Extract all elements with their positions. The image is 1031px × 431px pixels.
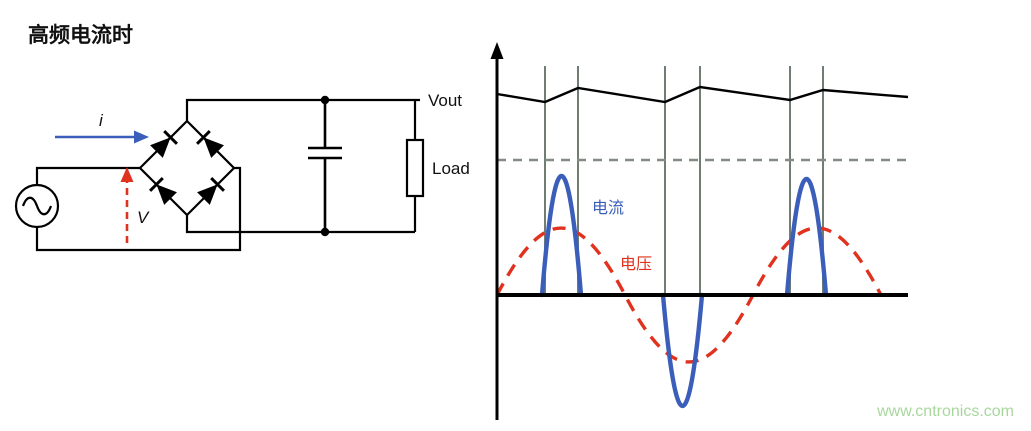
bridge-rectifier — [138, 119, 236, 217]
watermark: www.cntronics.com — [876, 403, 1014, 420]
voltage-series-label: 电压 — [620, 255, 652, 273]
junction-dot — [320, 95, 330, 105]
capacitor — [308, 100, 342, 232]
arrow-up-icon — [120, 167, 134, 182]
wire-ac-top — [35, 166, 140, 185]
vout-label: Vout — [428, 91, 462, 110]
y-axis-arrow-icon — [490, 42, 504, 59]
load-resistor — [405, 100, 425, 232]
current-arrow — [55, 130, 149, 144]
junction-dot — [320, 227, 330, 237]
voltage-arrow — [120, 167, 134, 243]
wire-dc-bottom — [185, 215, 415, 234]
waveform-plot: 电流 电压 — [490, 42, 909, 420]
output-voltage-ripple-waveform — [496, 85, 909, 104]
wire-ac-bottom — [35, 166, 242, 252]
arrow-right-icon — [134, 130, 149, 144]
voltage-arrow-label: V — [137, 208, 150, 227]
wire-dc-top — [185, 98, 420, 121]
conduction-guide-lines — [544, 66, 824, 295]
current-series-label: 电流 — [592, 199, 624, 217]
diode-icon — [196, 130, 224, 158]
current-arrow-label: i — [99, 111, 104, 130]
page-title: 高频电流时 — [28, 23, 133, 47]
diode-icon — [149, 177, 177, 205]
diode-icon — [197, 177, 225, 205]
voltage-sine-waveform — [495, 226, 883, 364]
current-pulse-waveform — [539, 174, 829, 409]
load-label: Load — [432, 159, 470, 178]
diode-icon — [150, 130, 178, 158]
ac-source — [14, 183, 60, 229]
sine-symbol-icon — [21, 196, 53, 216]
circuit-diagram — [14, 95, 425, 252]
